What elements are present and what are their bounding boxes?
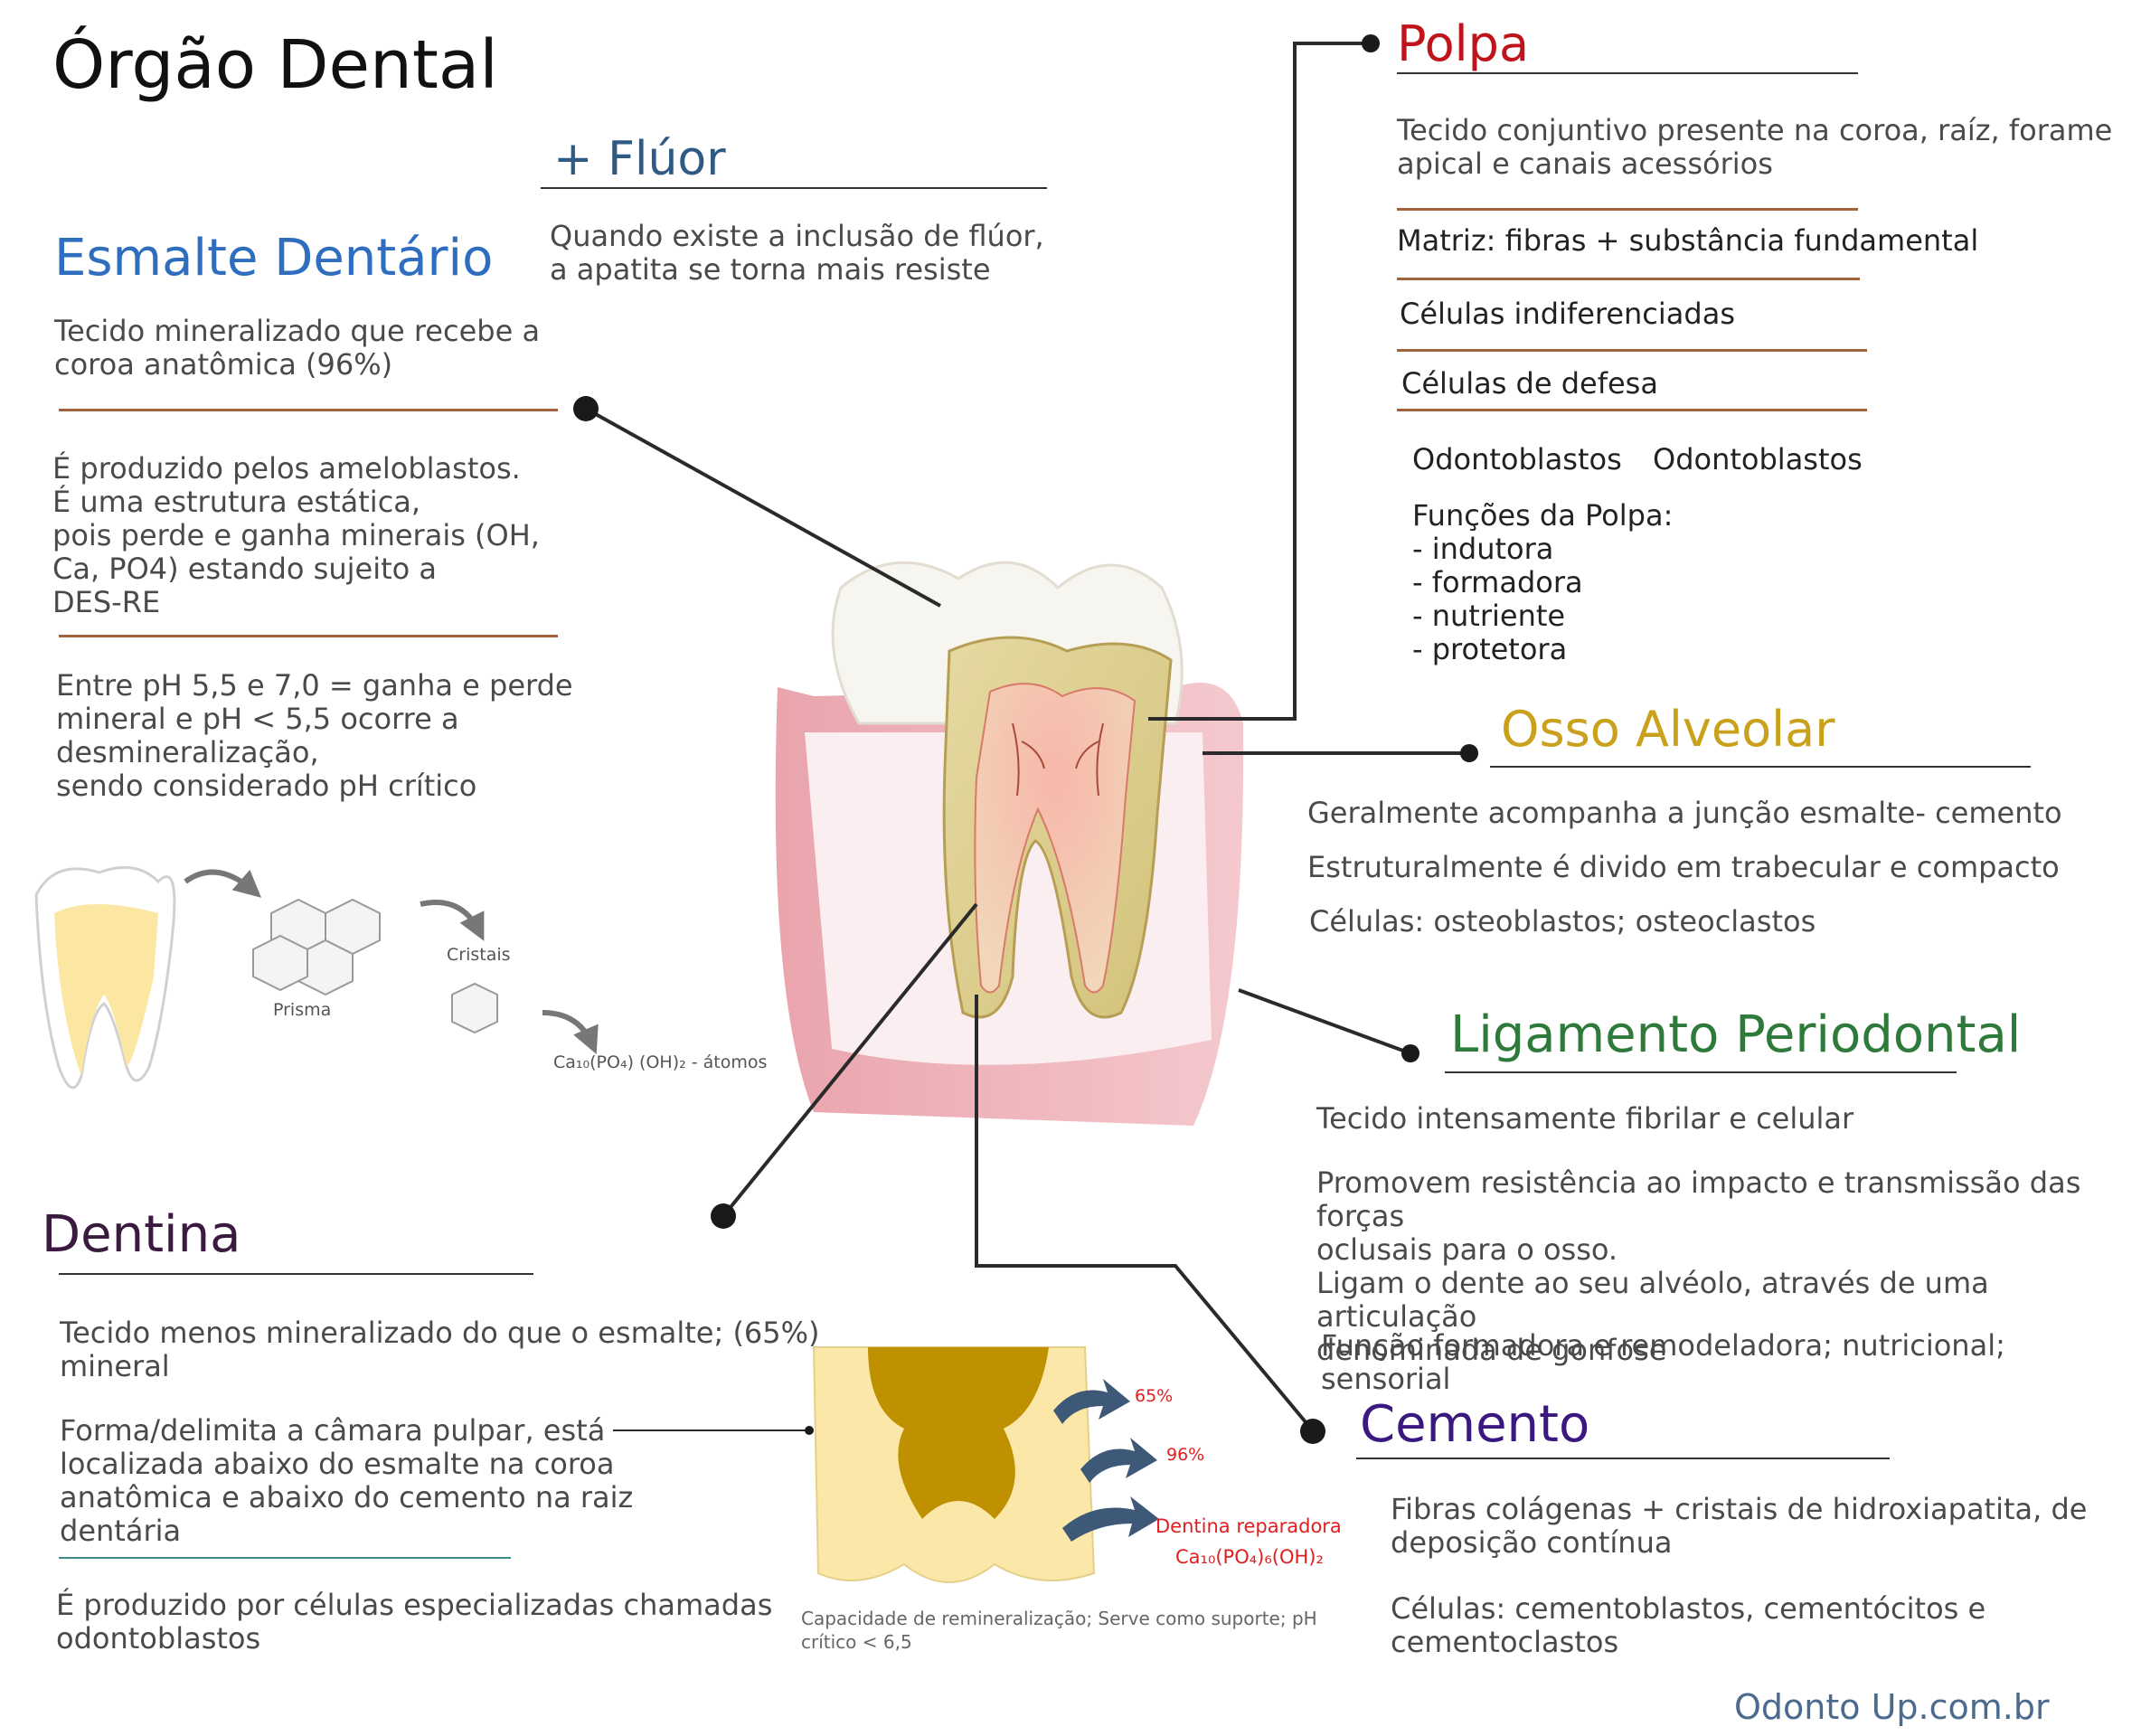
dentina-text-3: É produzido por células especializadas c… [56, 1588, 773, 1656]
footer-link[interactable]: Odonto Up.com.br [1734, 1687, 2050, 1727]
dentina-text-1: Tecido menos mineralizado do que o esmal… [60, 1316, 820, 1383]
leader-esmalte [585, 407, 941, 608]
ligamento-heading: Ligamento Periodontal [1450, 1005, 2022, 1064]
tooth-illustration [775, 561, 1244, 1126]
polpa-text-2: Matriz: fibras + substância fundamental [1397, 223, 1979, 258]
fluor-heading: + Flúor [553, 132, 726, 186]
osso-heading: Osso Alveolar [1501, 701, 1835, 758]
dentina-rule-teal [59, 1557, 511, 1559]
leader-cemento [975, 995, 1313, 1430]
ligamento-text-3: Função formadora e remodeladora; nutrici… [1321, 1328, 2005, 1396]
polpa-odontoblastos-1: Odontoblastos [1412, 442, 1622, 476]
esmalte-text-1: Tecido mineralizado que recebe a coroa a… [54, 314, 541, 382]
polpa-text-1: Tecido conjuntivo presente na coroa, raí… [1397, 113, 2113, 181]
leader-lines [585, 42, 1469, 1431]
polpa-rule-title [1397, 72, 1858, 74]
dentin-diagram [812, 1346, 1159, 1583]
dentin-pct-96: 96% [1166, 1445, 1205, 1465]
leader-dentina [722, 902, 978, 1218]
cemento-text-2: Células: cementoblastos, cementócitos e … [1391, 1591, 1986, 1659]
dentin-formula-label: Ca₁₀(PO₄)₆(OH)₂ [1175, 1546, 1324, 1568]
leader-dots [573, 34, 1478, 1444]
osso-text-2: Estruturalmente é divido em trabecular e… [1307, 850, 2060, 884]
esmalte-rule-2 [59, 635, 558, 637]
page-title: Órgão Dental [52, 26, 498, 104]
fluor-rule [541, 187, 1047, 189]
enamel-prism-diagram [34, 865, 599, 1090]
dentin-pct-65: 65% [1135, 1386, 1174, 1406]
ligamento-rule [1445, 1071, 1957, 1073]
cristais-label: Cristais [447, 945, 511, 965]
polpa-text-3: Células indiferenciadas [1400, 297, 1735, 331]
osso-rule [1490, 766, 2031, 768]
dentina-reparadora-label: Dentina reparadora [1155, 1515, 1342, 1537]
leader-ligamento [1238, 988, 1411, 1055]
polpa-rule-2 [1397, 278, 1860, 280]
osso-text-1: Geralmente acompanha a junção esmalte- c… [1307, 796, 2062, 830]
polpa-rule-4 [1397, 409, 1867, 411]
leader-polpa [1148, 42, 1367, 721]
cemento-text-1: Fibras colágenas + cristais de hidroxiap… [1391, 1492, 2088, 1560]
esmalte-rule-1 [59, 409, 558, 411]
cemento-heading: Cemento [1360, 1395, 1590, 1454]
dentina-heading: Dentina [42, 1205, 241, 1264]
esmalte-text-3: Entre pH 5,5 e 7,0 = ganha e perde miner… [56, 668, 573, 803]
polpa-rule-1 [1397, 208, 1858, 211]
ligamento-text-1: Tecido intensamente fibrilar e celular [1316, 1101, 1854, 1136]
fluor-text: Quando existe a inclusão de flúor, a apa… [550, 219, 1044, 287]
dentina-rule-title [59, 1273, 533, 1275]
esmalte-heading: Esmalte Dentário [54, 229, 494, 288]
dentin-diagram-caption: Capacidade de remineralização; Serve com… [801, 1608, 1317, 1653]
polpa-text-4: Células de defesa [1401, 366, 1658, 401]
dentina-text-2: Forma/delimita a câmara pulpar, está loc… [60, 1413, 634, 1548]
polpa-funcoes: Funções da Polpa: - indutora - formadora… [1412, 498, 1674, 666]
osso-text-3: Células: osteoblastos; osteoclastos [1309, 904, 1816, 939]
polpa-heading: Polpa [1397, 15, 1530, 72]
cemento-rule [1356, 1458, 1890, 1459]
ligamento-text-2: Promovem resistência ao impacto e transm… [1316, 1165, 2081, 1367]
prisma-label: Prisma [273, 1000, 332, 1020]
polpa-rule-3 [1397, 349, 1867, 352]
apatite-formula-label: Ca₁₀(PO₄) (OH)₂ - átomos [553, 1052, 768, 1072]
esmalte-text-2: É produzido pelos ameloblastos. É uma es… [52, 451, 540, 619]
polpa-odontoblastos-2: Odontoblastos [1653, 442, 1863, 476]
